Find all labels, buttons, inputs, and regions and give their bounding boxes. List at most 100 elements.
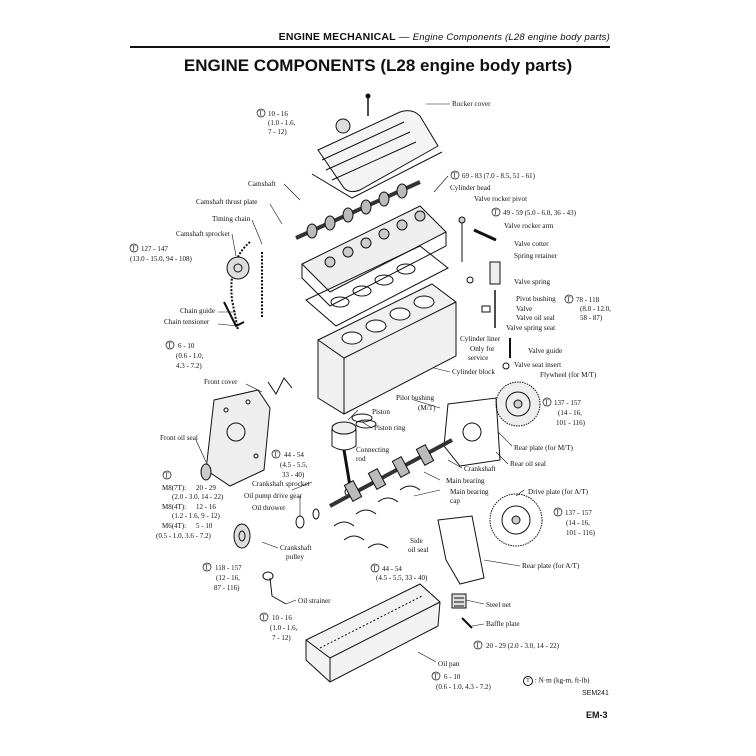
rear-plate-at-part [437, 515, 485, 585]
torque-10-16-bottom: T 10 - 16 (1.0 - 1.6, 7 - 12) [259, 612, 298, 642]
torque-78-118: T 78 - 118 (8.0 - 12.0, 58 - 87) [564, 294, 611, 322]
torque-value: (1.0 - 1.6, [268, 119, 296, 127]
label-rod: rod [356, 455, 366, 463]
torque-callouts: T 10 - 16 (1.0 - 1.6, 7 - 12) T 69 - 83 … [129, 108, 611, 691]
torque-20-29: T 20 - 29 (2.0 - 3.0, 14 - 22) [473, 640, 560, 650]
label-chain-tensioner: Chain tensioner [164, 318, 210, 326]
header-subsection: Engine Components (L28 engine body parts… [412, 32, 610, 43]
label-crankshaft: Crankshaft [464, 465, 496, 473]
oil-strainer-part [262, 571, 287, 605]
torque-value: M6(4T): [162, 522, 186, 530]
timing-chain-part [223, 241, 263, 331]
torque-value: 6 - 10 [178, 342, 195, 350]
torque-symbol-icon: T [523, 676, 533, 686]
part-labels: Rocker cover Camshaft Cylinder head Cams… [160, 100, 597, 668]
torque-value: 101 - 116) [556, 419, 586, 427]
torque-value: 87 - 116) [214, 584, 240, 592]
torque-symbol: T [434, 673, 439, 681]
torque-value: 4.3 - 7.2) [176, 362, 202, 370]
torque-value: 58 - 87) [580, 314, 603, 322]
cylinder-head-part [301, 205, 447, 307]
torque-69-83: T 69 - 83 (7.0 - 8.5, 51 - 61) [450, 170, 536, 180]
label-spring-retainer: Spring retainer [514, 252, 558, 260]
torque-symbol: T [132, 245, 137, 253]
torque-6-10-left: T 6 - 10 (0.6 - 1.0, 4.3 - 7.2) [165, 340, 204, 370]
label-valve-rocker-arm: Valve rocker arm [504, 222, 554, 230]
piston-part [331, 421, 360, 498]
torque-value: M8(4T): [162, 503, 186, 511]
torque-symbol: T [259, 110, 264, 118]
torque-value: 10 - 16 [268, 110, 288, 118]
torque-symbol: T [168, 342, 173, 350]
torque-m8-7t: T M8(7T): 20 - 29 (2.0 - 3.0, 14 - 22) [162, 470, 224, 501]
label-pivot-bushing: Pivot bushing [516, 295, 556, 303]
cylinder-block-part [317, 283, 457, 415]
page-number: EM-3 [586, 710, 608, 720]
label-crankshaft-pulley-2: pulley [286, 553, 304, 561]
steel-net-part [451, 593, 467, 609]
torque-symbol: T [205, 564, 210, 572]
label-rear-plate-at: Rear plate (for A/T) [522, 562, 580, 570]
label-cylinder-head: Cylinder head [450, 184, 491, 192]
label-cylinder-block: Cylinder block [452, 368, 495, 376]
head-gasket-bores [330, 263, 416, 308]
torque-value: 137 - 157 [565, 509, 592, 517]
camshaft-part [295, 180, 421, 240]
label-valve-spring-seat: Valve spring seat [506, 324, 555, 332]
label-valve: Valve [516, 305, 532, 313]
label-only-for: Only for [470, 345, 495, 353]
label-oil-pan: Oil pan [438, 660, 460, 668]
torque-symbol: T [274, 451, 279, 459]
torque-value: 7 - 12) [272, 634, 291, 642]
torque-value: 44 - 54 [382, 565, 402, 573]
label-side: Side [410, 537, 423, 545]
label-piston: Piston [372, 408, 390, 416]
label-oil-strainer: Oil strainer [298, 597, 331, 605]
torque-symbol: T [476, 642, 481, 650]
torque-137-157-mt: T 137 - 157 (14 - 16, 101 - 116) [542, 397, 586, 427]
label-flywheel: Flywheel (for M/T) [540, 371, 597, 379]
header-section: ENGINE MECHANICAL [278, 31, 396, 43]
figure-code: SEM241 [582, 690, 609, 697]
torque-49-59: T 49 - 59 (5.0 - 6.0, 36 - 43) [491, 207, 577, 217]
torque-value: 12 - 16 [196, 503, 216, 511]
torque-value: (14 - 16, [566, 519, 590, 527]
torque-symbol: T [545, 399, 550, 407]
torque-value: (0.6 - 1.0, 4.3 - 7.2) [436, 683, 491, 691]
torque-symbol: T [165, 472, 170, 480]
label-valve-rocker-pivot: Valve rocker pivot [474, 195, 527, 203]
torque-value: (0.6 - 1.0, [176, 352, 204, 360]
front-cover-part [200, 377, 293, 487]
label-baffle-plate: Baffle plate [486, 620, 520, 628]
label-valve-spring: Valve spring [514, 278, 551, 286]
label-main-bearing: Main bearing [446, 477, 485, 485]
torque-127-147: T 127 - 147 (13.0 - 15.0, 94 - 108) [129, 243, 192, 263]
torque-value: (13.0 - 15.0, 94 - 108) [130, 255, 192, 263]
torque-legend: T : N·m (kg-m, ft-lb) [523, 676, 590, 686]
torque-value: (12 - 16, [216, 574, 240, 582]
header-rule [130, 46, 610, 48]
torque-value: 20 - 29 (2.0 - 3.0, 14 - 22) [486, 642, 560, 650]
torque-44-54-rod: T 44 - 54 (4.5 - 5.5, 33 - 40) [271, 449, 308, 479]
torque-value: (1.2 - 1.6, 9 - 12) [172, 512, 220, 520]
torque-value: 10 - 16 [272, 614, 292, 622]
legend-text: : N·m (kg-m, ft-lb) [534, 676, 590, 685]
flywheel-part [495, 381, 541, 427]
main-bearing-cap-part [333, 485, 421, 549]
torque-symbol: T [373, 565, 378, 573]
torque-value: 7 - 12) [268, 128, 287, 136]
torque-value: (4.5 - 5.5, 33 - 40) [376, 574, 428, 582]
label-oil-seal: oil seal [408, 546, 429, 554]
torque-value: (8.0 - 12.0, [580, 305, 611, 313]
torque-symbol: T [453, 172, 458, 180]
torque-value: 101 - 116) [566, 529, 596, 537]
label-camshaft: Camshaft [248, 180, 276, 188]
baffle-plate-part [461, 617, 473, 629]
torque-value: 69 - 83 (7.0 - 8.5, 51 - 61) [462, 172, 536, 180]
torque-10-16-top: T 10 - 16 (1.0 - 1.6, 7 - 12) [256, 108, 296, 136]
torque-symbol: T [262, 614, 267, 622]
label-camshaft-thrust-plate: Camshaft thrust plate [196, 198, 257, 206]
label-rear-oil-seal: Rear oil seal [510, 460, 546, 468]
drive-plate-part [489, 493, 543, 547]
